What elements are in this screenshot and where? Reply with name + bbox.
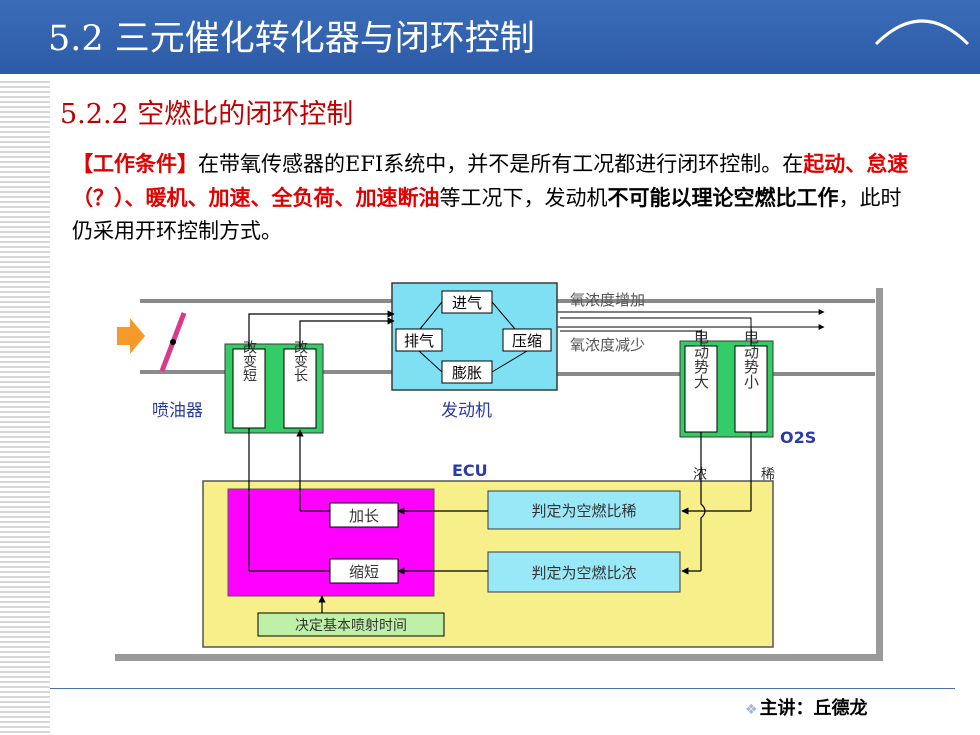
intake-label: 进气: [452, 294, 482, 312]
title-underline: [0, 74, 980, 77]
footer-divider: [50, 688, 955, 689]
para-text-2: 等工况下，发动机: [439, 186, 608, 210]
lengthen-box: [329, 502, 399, 528]
o2-decrease-label: 氧浓度减少: [570, 336, 645, 354]
air-inflow-arrow-icon: [117, 318, 145, 354]
arc-decoration-icon: [874, 19, 970, 46]
footer-presenter: ❖主讲：丘德龙: [745, 694, 868, 720]
exhaust-label: 排气: [404, 332, 434, 350]
para-text-3: ，此时仍采用开环控制方式。: [72, 186, 902, 243]
presenter-label: 主讲：丘德龙: [759, 698, 868, 719]
base-time-label: 决定基本喷射时间: [295, 617, 407, 634]
intake-pipe-top: [140, 299, 394, 303]
closed-loop-diagram: 氧浓度增加 氧浓度减少 ECU 加长 缩短 决定基本喷射时间 判定为空燃比稀 判…: [108, 281, 883, 661]
shorten-injection-box: [232, 348, 266, 429]
para-text-1: 在带氧传感器的EFI系统中，并不是所有工况都进行闭环控制。在: [198, 152, 804, 176]
bold-phrase: 不可能以理论空燃比工作: [607, 185, 839, 210]
exhaust-pipe-top: [557, 299, 875, 303]
o2-increase-label: 氧浓度增加: [570, 291, 645, 309]
ecu-label: ECU: [452, 461, 488, 480]
lengthen-label: 加长: [349, 507, 379, 525]
left-stripe-decoration: [0, 78, 50, 735]
emf-large-label: 电动势大: [692, 329, 710, 389]
injector-label: 喷油器: [152, 401, 203, 421]
base-time-box: [257, 612, 445, 637]
shorten-label: 缩短: [349, 563, 379, 581]
injector-short-label: 改变短: [241, 340, 257, 382]
lean-label: 稀: [761, 467, 775, 483]
diamond-bullet-icon: ❖: [745, 702, 758, 718]
judge-lean-box: [487, 490, 681, 530]
judge-rich-label: 判定为空燃比浓: [531, 564, 636, 582]
title-bar: 5.2 三元催化转化器与闭环控制: [0, 0, 980, 74]
slide-title: 5.2 三元催化转化器与闭环控制: [48, 19, 535, 59]
conditions-list: 起动、怠速（？）、暖机、加速、全负荷、加速断油: [72, 151, 909, 210]
judge-rich-box: [487, 551, 681, 593]
compress-label: 压缩: [512, 332, 542, 350]
emf-large-box: [684, 345, 718, 433]
engine-label: 发动机: [441, 401, 492, 421]
emf-small-box: [734, 345, 768, 433]
lengthen-injection-box: [283, 348, 317, 429]
emf-small-label: 电动势小: [742, 329, 760, 390]
expand-label: 膨胀: [452, 364, 482, 382]
judge-lean-label: 判定为空燃比稀: [531, 502, 636, 520]
o2s-label: O2S: [780, 428, 816, 447]
shorten-box: [329, 558, 399, 584]
working-conditions-paragraph: 【工作条件】在带氧传感器的EFI系统中，并不是所有工况都进行闭环控制。在起动、怠…: [72, 147, 922, 248]
rich-label: 浓: [693, 467, 707, 483]
bracket-label: 【工作条件】: [72, 151, 198, 176]
injector-long-label: 改变长: [292, 340, 308, 382]
section-subtitle: 5.2.2 空燃比的闭环控制: [60, 99, 354, 130]
